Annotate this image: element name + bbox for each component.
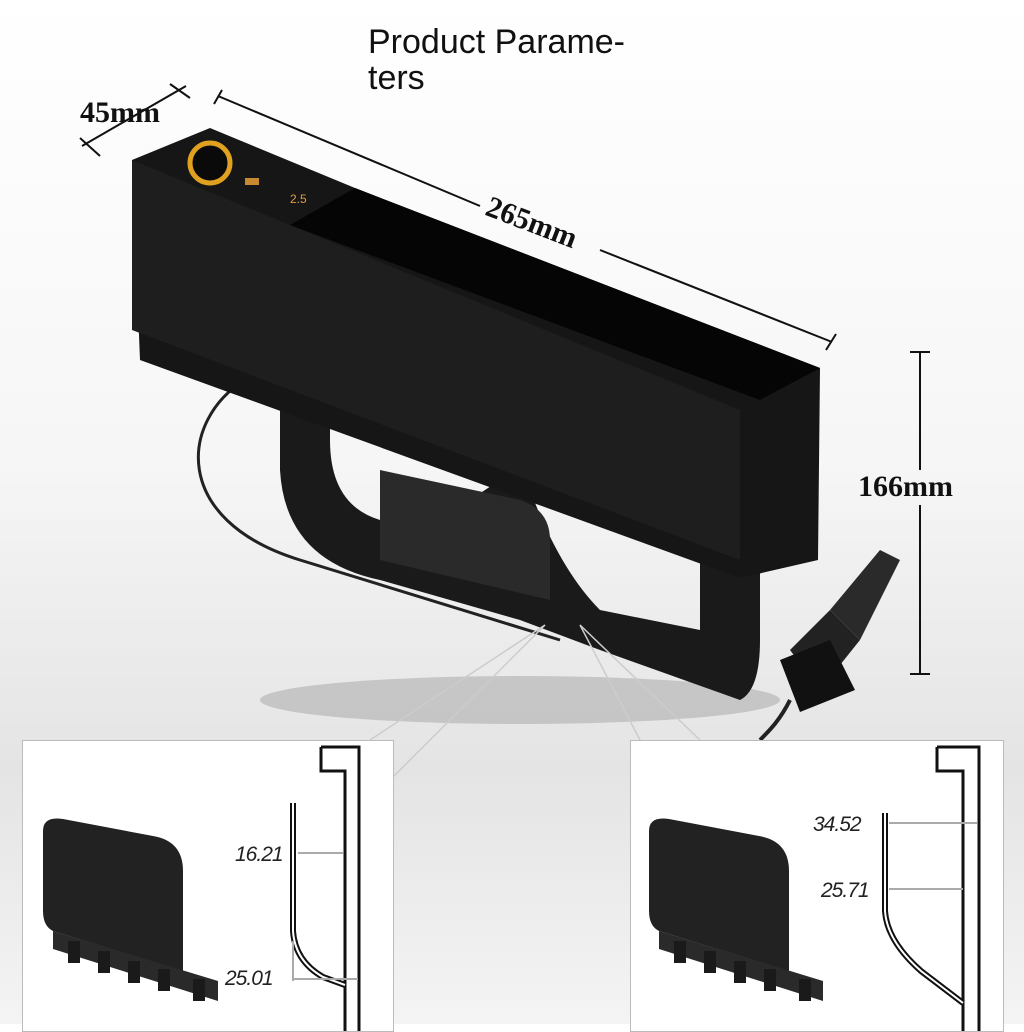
detail-panel-right: 34.52 25.71 [630, 740, 1004, 1032]
dimension-lines [79, 83, 930, 675]
right-bottom-measure: 25.71 [821, 879, 870, 902]
left-top-measure: 16.21 [235, 843, 284, 866]
detail-panel-left: 16.21 25.01 [22, 740, 394, 1032]
height-label: 166mm [858, 470, 953, 503]
car-charger-plug-icon [780, 550, 900, 712]
usb-port-icon [245, 178, 259, 185]
power-button-ring [187, 140, 233, 186]
right-top-measure: 34.52 [813, 813, 862, 836]
page-title: Product Parame- ters [368, 24, 625, 96]
title-line-2: ters [368, 59, 425, 97]
title-line-1: Product Parame- [368, 23, 625, 61]
left-bottom-measure: 25.01 [225, 967, 274, 990]
device-display: 2.5 [290, 192, 307, 206]
depth-label: 45mm [80, 96, 160, 129]
